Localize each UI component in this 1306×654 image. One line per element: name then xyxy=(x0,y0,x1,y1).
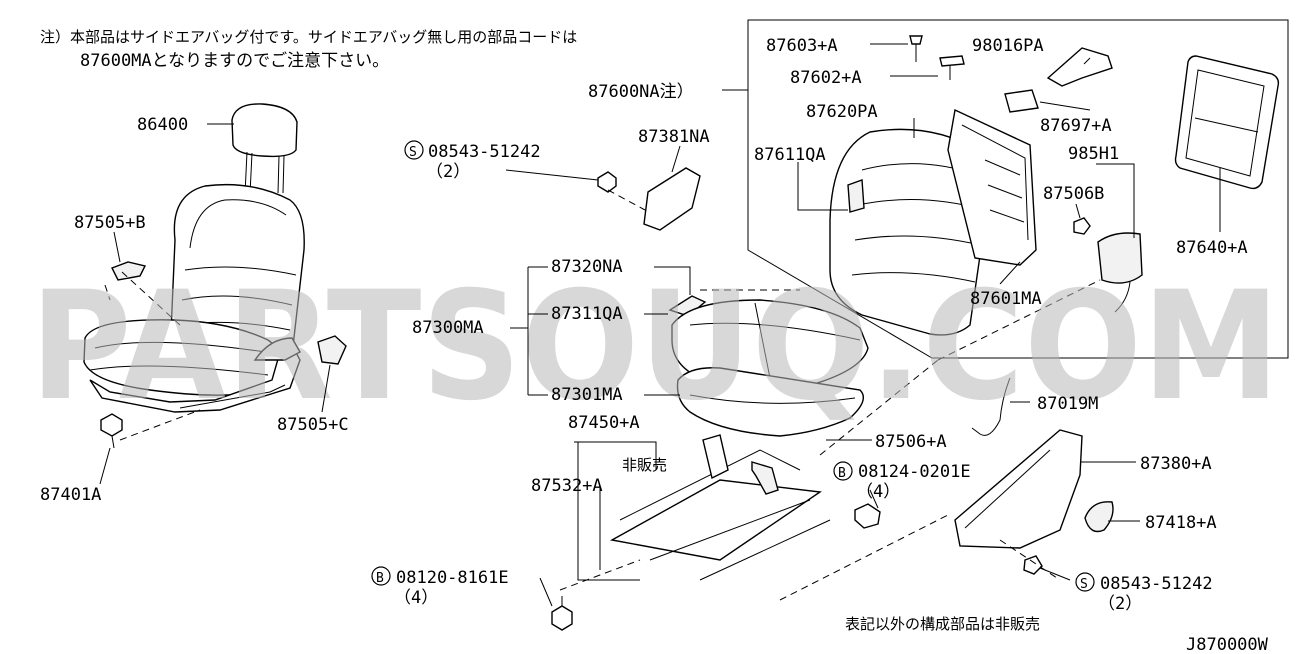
label-87506b[interactable]: 87506B xyxy=(1043,184,1104,204)
label-985h1[interactable]: 985H1 xyxy=(1068,144,1119,164)
symbol-s-lower: S xyxy=(1080,577,1088,592)
symbol-s-circle xyxy=(404,140,424,160)
complete-seat-illustration xyxy=(83,103,347,449)
symbol-b-circle-left xyxy=(371,566,391,586)
part-labels: 86400 87505+B 87505+C 87401A S 08543-512… xyxy=(40,36,1269,654)
label-08120-8161e[interactable]: 08120-8161E xyxy=(396,568,509,588)
label-87300ma[interactable]: 87300MA xyxy=(412,318,484,338)
symbol-s: S xyxy=(409,145,417,160)
label-87320na[interactable]: 87320NA xyxy=(551,257,623,277)
note-line-1: 注）本部品はサイドエアバッグ付です。サイドエアバッグ無し用の部品コードは xyxy=(40,28,577,46)
label-87380-a[interactable]: 87380+A xyxy=(1140,454,1212,474)
label-08543-51242-upper[interactable]: 08543-51242 xyxy=(428,142,541,162)
label-87620pa[interactable]: 87620PA xyxy=(806,102,878,122)
label-87311qa[interactable]: 87311QA xyxy=(551,304,623,324)
qty-08120-8161e: （4） xyxy=(394,588,438,608)
label-87603-a[interactable]: 87603+A xyxy=(766,36,838,56)
label-87601ma[interactable]: 87601MA xyxy=(970,289,1042,309)
diagram-code: J870000W xyxy=(1186,635,1269,654)
symbol-b-right: B xyxy=(838,466,846,481)
symbol-s-circle-lower xyxy=(1075,572,1095,592)
label-08543-51242-lower[interactable]: 08543-51242 xyxy=(1100,574,1213,594)
label-87450-a[interactable]: 87450+A xyxy=(568,413,640,433)
label-87418-a[interactable]: 87418+A xyxy=(1145,513,1217,533)
not-sold-note-small: 非販売 xyxy=(622,456,667,474)
label-87611qa[interactable]: 87611QA xyxy=(754,145,826,165)
label-98016pa[interactable]: 98016PA xyxy=(972,36,1044,56)
watermark: PARTSOUQ.COM xyxy=(30,260,1280,434)
symbol-b-left: B xyxy=(376,571,384,586)
seat-cushion-illustration xyxy=(551,167,1114,631)
label-08124-0201e[interactable]: 08124-0201E xyxy=(858,462,971,482)
label-87505-b[interactable]: 87505+B xyxy=(74,213,146,233)
label-87506-a[interactable]: 87506+A xyxy=(875,432,947,452)
label-86400[interactable]: 86400 xyxy=(137,115,188,135)
label-87600na[interactable]: 87600NA注） xyxy=(588,82,694,102)
not-sold-note: 表記以外の構成部品は非販売 xyxy=(845,615,1040,633)
seatback-assembly-frame xyxy=(747,19,1289,359)
label-87505-c[interactable]: 87505+C xyxy=(277,415,349,435)
label-87019m[interactable]: 87019M xyxy=(1037,394,1098,414)
label-87381na[interactable]: 87381NA xyxy=(638,127,710,147)
qty-08543-51242-lower: （2） xyxy=(1098,594,1142,614)
label-87697-a[interactable]: 87697+A xyxy=(1040,116,1112,136)
label-87640-a[interactable]: 87640+A xyxy=(1176,238,1248,258)
symbol-b-circle-right xyxy=(833,461,853,481)
label-87301ma[interactable]: 87301MA xyxy=(551,385,623,405)
label-87532-a[interactable]: 87532+A xyxy=(531,476,603,496)
leader-lines xyxy=(99,43,1221,607)
qty-08543-51242-upper: （2） xyxy=(426,162,470,182)
label-87602-a[interactable]: 87602+A xyxy=(790,68,862,88)
label-87401a[interactable]: 87401A xyxy=(40,485,101,505)
note-line-2: 87600MAとなりますのでご注意下さい。 xyxy=(80,51,389,71)
qty-08124-0201e: （4） xyxy=(856,482,900,502)
